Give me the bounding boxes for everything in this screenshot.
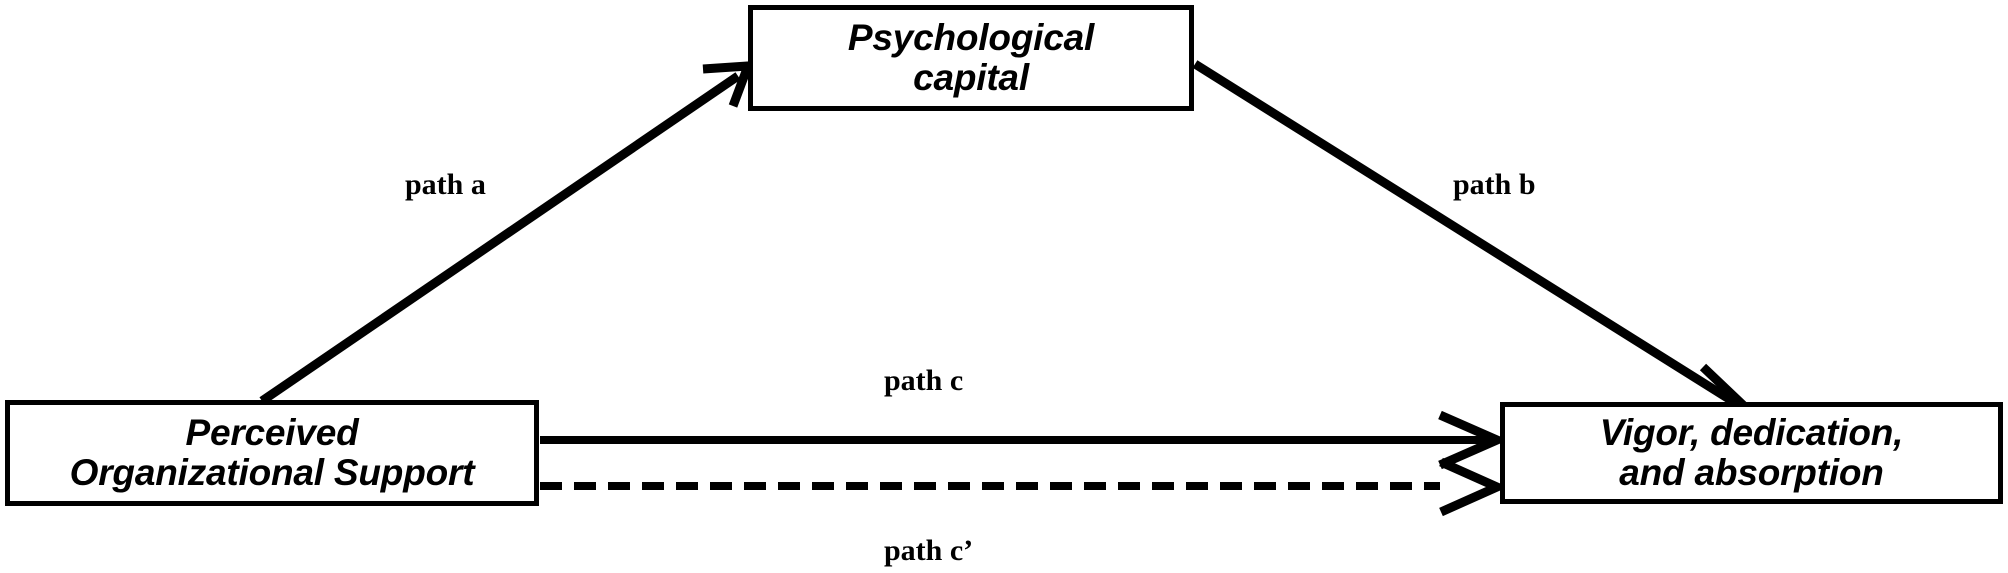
path-b-label: path b (1453, 168, 1536, 201)
node-psychological-capital-label: Psychological capital (847, 17, 1095, 98)
path-c-prime-label: path c’ (884, 534, 974, 567)
node-work-engagement-label: Vigor, dedication, and absorption (1599, 412, 1904, 493)
node-perceived-organizational-support[interactable]: Perceived Organizational Support (5, 400, 539, 506)
path-a-arrow (259, 61, 755, 405)
path-c-arrow (540, 410, 1509, 470)
path-c-prime-arrow (540, 457, 1509, 517)
node-psychological-capital[interactable]: Psychological capital (748, 5, 1194, 111)
node-perceived-organizational-support-label: Perceived Organizational Support (69, 412, 475, 493)
path-b-arrow (1192, 60, 1755, 413)
path-c-label: path c (884, 364, 964, 397)
node-work-engagement[interactable]: Vigor, dedication, and absorption (1500, 402, 2003, 504)
path-a-label: path a (405, 168, 486, 201)
